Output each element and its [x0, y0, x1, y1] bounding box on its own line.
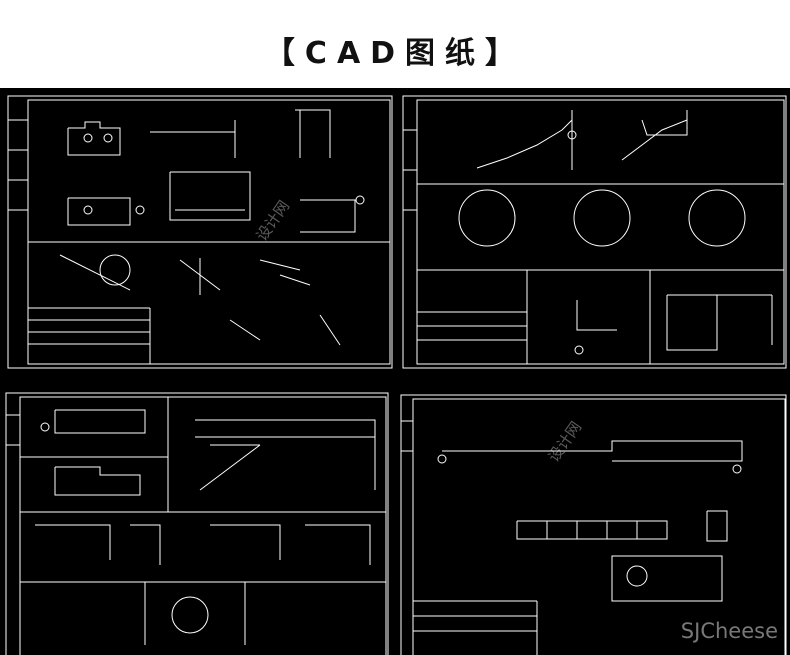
drawing-sheet-4: 设计网	[397, 391, 790, 655]
drawing-sheet-3	[0, 385, 394, 655]
brand-watermark: SJCheese	[680, 619, 778, 643]
page-title: 【CAD图纸】	[264, 36, 526, 71]
cad-preview-area: 设计网	[0, 88, 790, 655]
header: 【CAD图纸】	[0, 0, 790, 88]
drawing-sheet-1: 设计网	[0, 90, 396, 375]
drawing-sheet-2	[397, 90, 790, 375]
